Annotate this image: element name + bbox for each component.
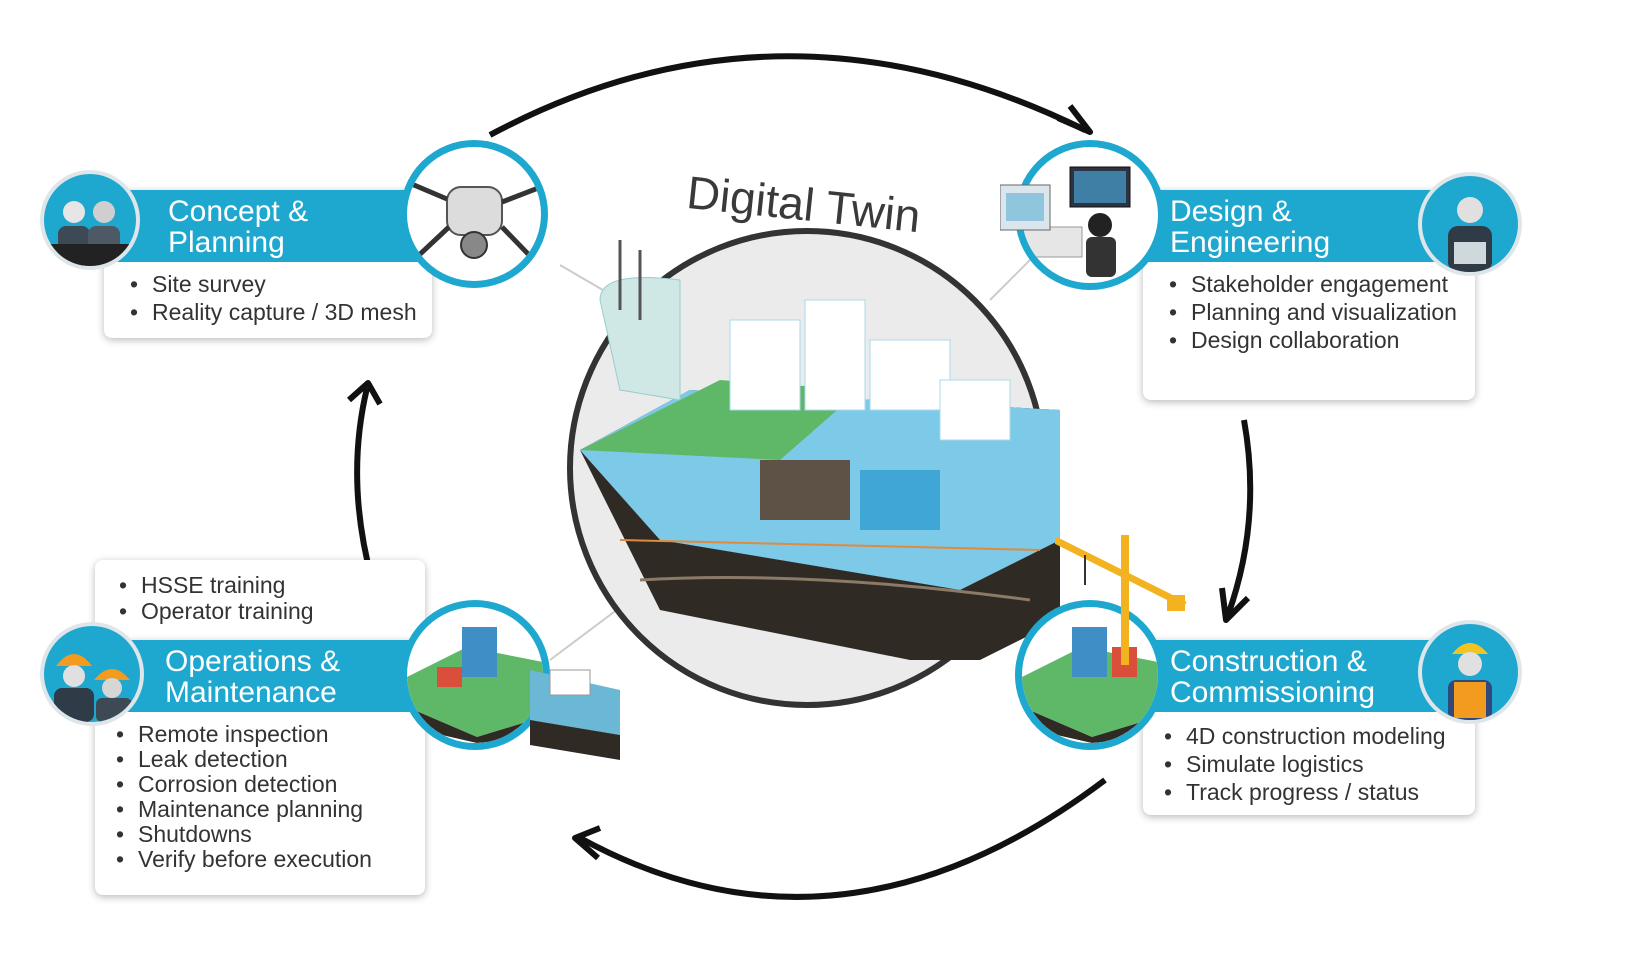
list-item: Verify before execution bbox=[112, 847, 372, 873]
list-item: Shutdowns bbox=[112, 822, 372, 848]
construction-title-line1: Construction & bbox=[1170, 645, 1367, 678]
list-item: Planning and visualization bbox=[1165, 298, 1457, 326]
operations-title-line2: Maintenance bbox=[165, 676, 337, 709]
operations-training-list: HSSE training Operator training bbox=[115, 572, 314, 624]
list-item: HSSE training bbox=[115, 572, 314, 598]
list-item: Remote inspection bbox=[112, 722, 372, 748]
design-title-line2: Engineering bbox=[1170, 226, 1331, 259]
arrow-operations-to-concept bbox=[354, 387, 375, 581]
list-item: Track progress / status bbox=[1160, 778, 1446, 806]
design-monitor-icon bbox=[1000, 184, 1051, 231]
construction-title-line2: Commissioning bbox=[1170, 676, 1376, 709]
facility-model-icon bbox=[400, 600, 550, 750]
concept-title-line1: Concept & bbox=[168, 195, 309, 228]
list-item: Design collaboration bbox=[1165, 326, 1457, 354]
operations-banner: Operations & Maintenance bbox=[95, 640, 425, 712]
city-model-icon bbox=[580, 240, 1060, 660]
design-list: Stakeholder engagement Planning and visu… bbox=[1165, 270, 1457, 354]
design-banner: Design & Engineering bbox=[1140, 190, 1460, 262]
construction-banner: Construction & Commissioning bbox=[1140, 640, 1460, 712]
concept-title-line2: Planning bbox=[168, 226, 285, 259]
arrow-construction-to-operations bbox=[578, 777, 1107, 900]
planners-avatar-icon bbox=[40, 170, 140, 270]
facility-extension-icon bbox=[530, 669, 620, 760]
concept-banner: Concept & Planning bbox=[104, 190, 449, 262]
list-item: Corrosion detection bbox=[112, 772, 372, 798]
list-item: Maintenance planning bbox=[112, 797, 372, 823]
list-item: 4D construction modeling bbox=[1160, 722, 1446, 750]
operations-title-line1: Operations & bbox=[165, 645, 341, 678]
arrow-design-to-construction bbox=[1225, 419, 1254, 617]
drone-icon bbox=[400, 140, 548, 288]
crane-icon bbox=[1055, 535, 1187, 665]
design-title-line1: Design & bbox=[1170, 195, 1292, 228]
list-item: Site survey bbox=[126, 270, 417, 298]
operations-list: Remote inspection Leak detection Corrosi… bbox=[112, 722, 372, 873]
construction-worker-avatar-icon bbox=[1418, 620, 1522, 724]
construction-list: 4D construction modeling Simulate logist… bbox=[1160, 722, 1446, 806]
list-item: Stakeholder engagement bbox=[1165, 270, 1457, 298]
arrow-concept-to-design bbox=[488, 53, 1087, 138]
operators-avatar-icon bbox=[40, 622, 144, 726]
construction-site-icon bbox=[1015, 600, 1165, 750]
list-item: Simulate logistics bbox=[1160, 750, 1446, 778]
list-item: Leak detection bbox=[112, 747, 372, 773]
engineer-avatar-icon bbox=[1418, 172, 1522, 276]
concept-list: Site survey Reality capture / 3D mesh bbox=[126, 270, 417, 326]
list-item: Operator training bbox=[115, 598, 314, 624]
list-item: Reality capture / 3D mesh bbox=[126, 298, 417, 326]
